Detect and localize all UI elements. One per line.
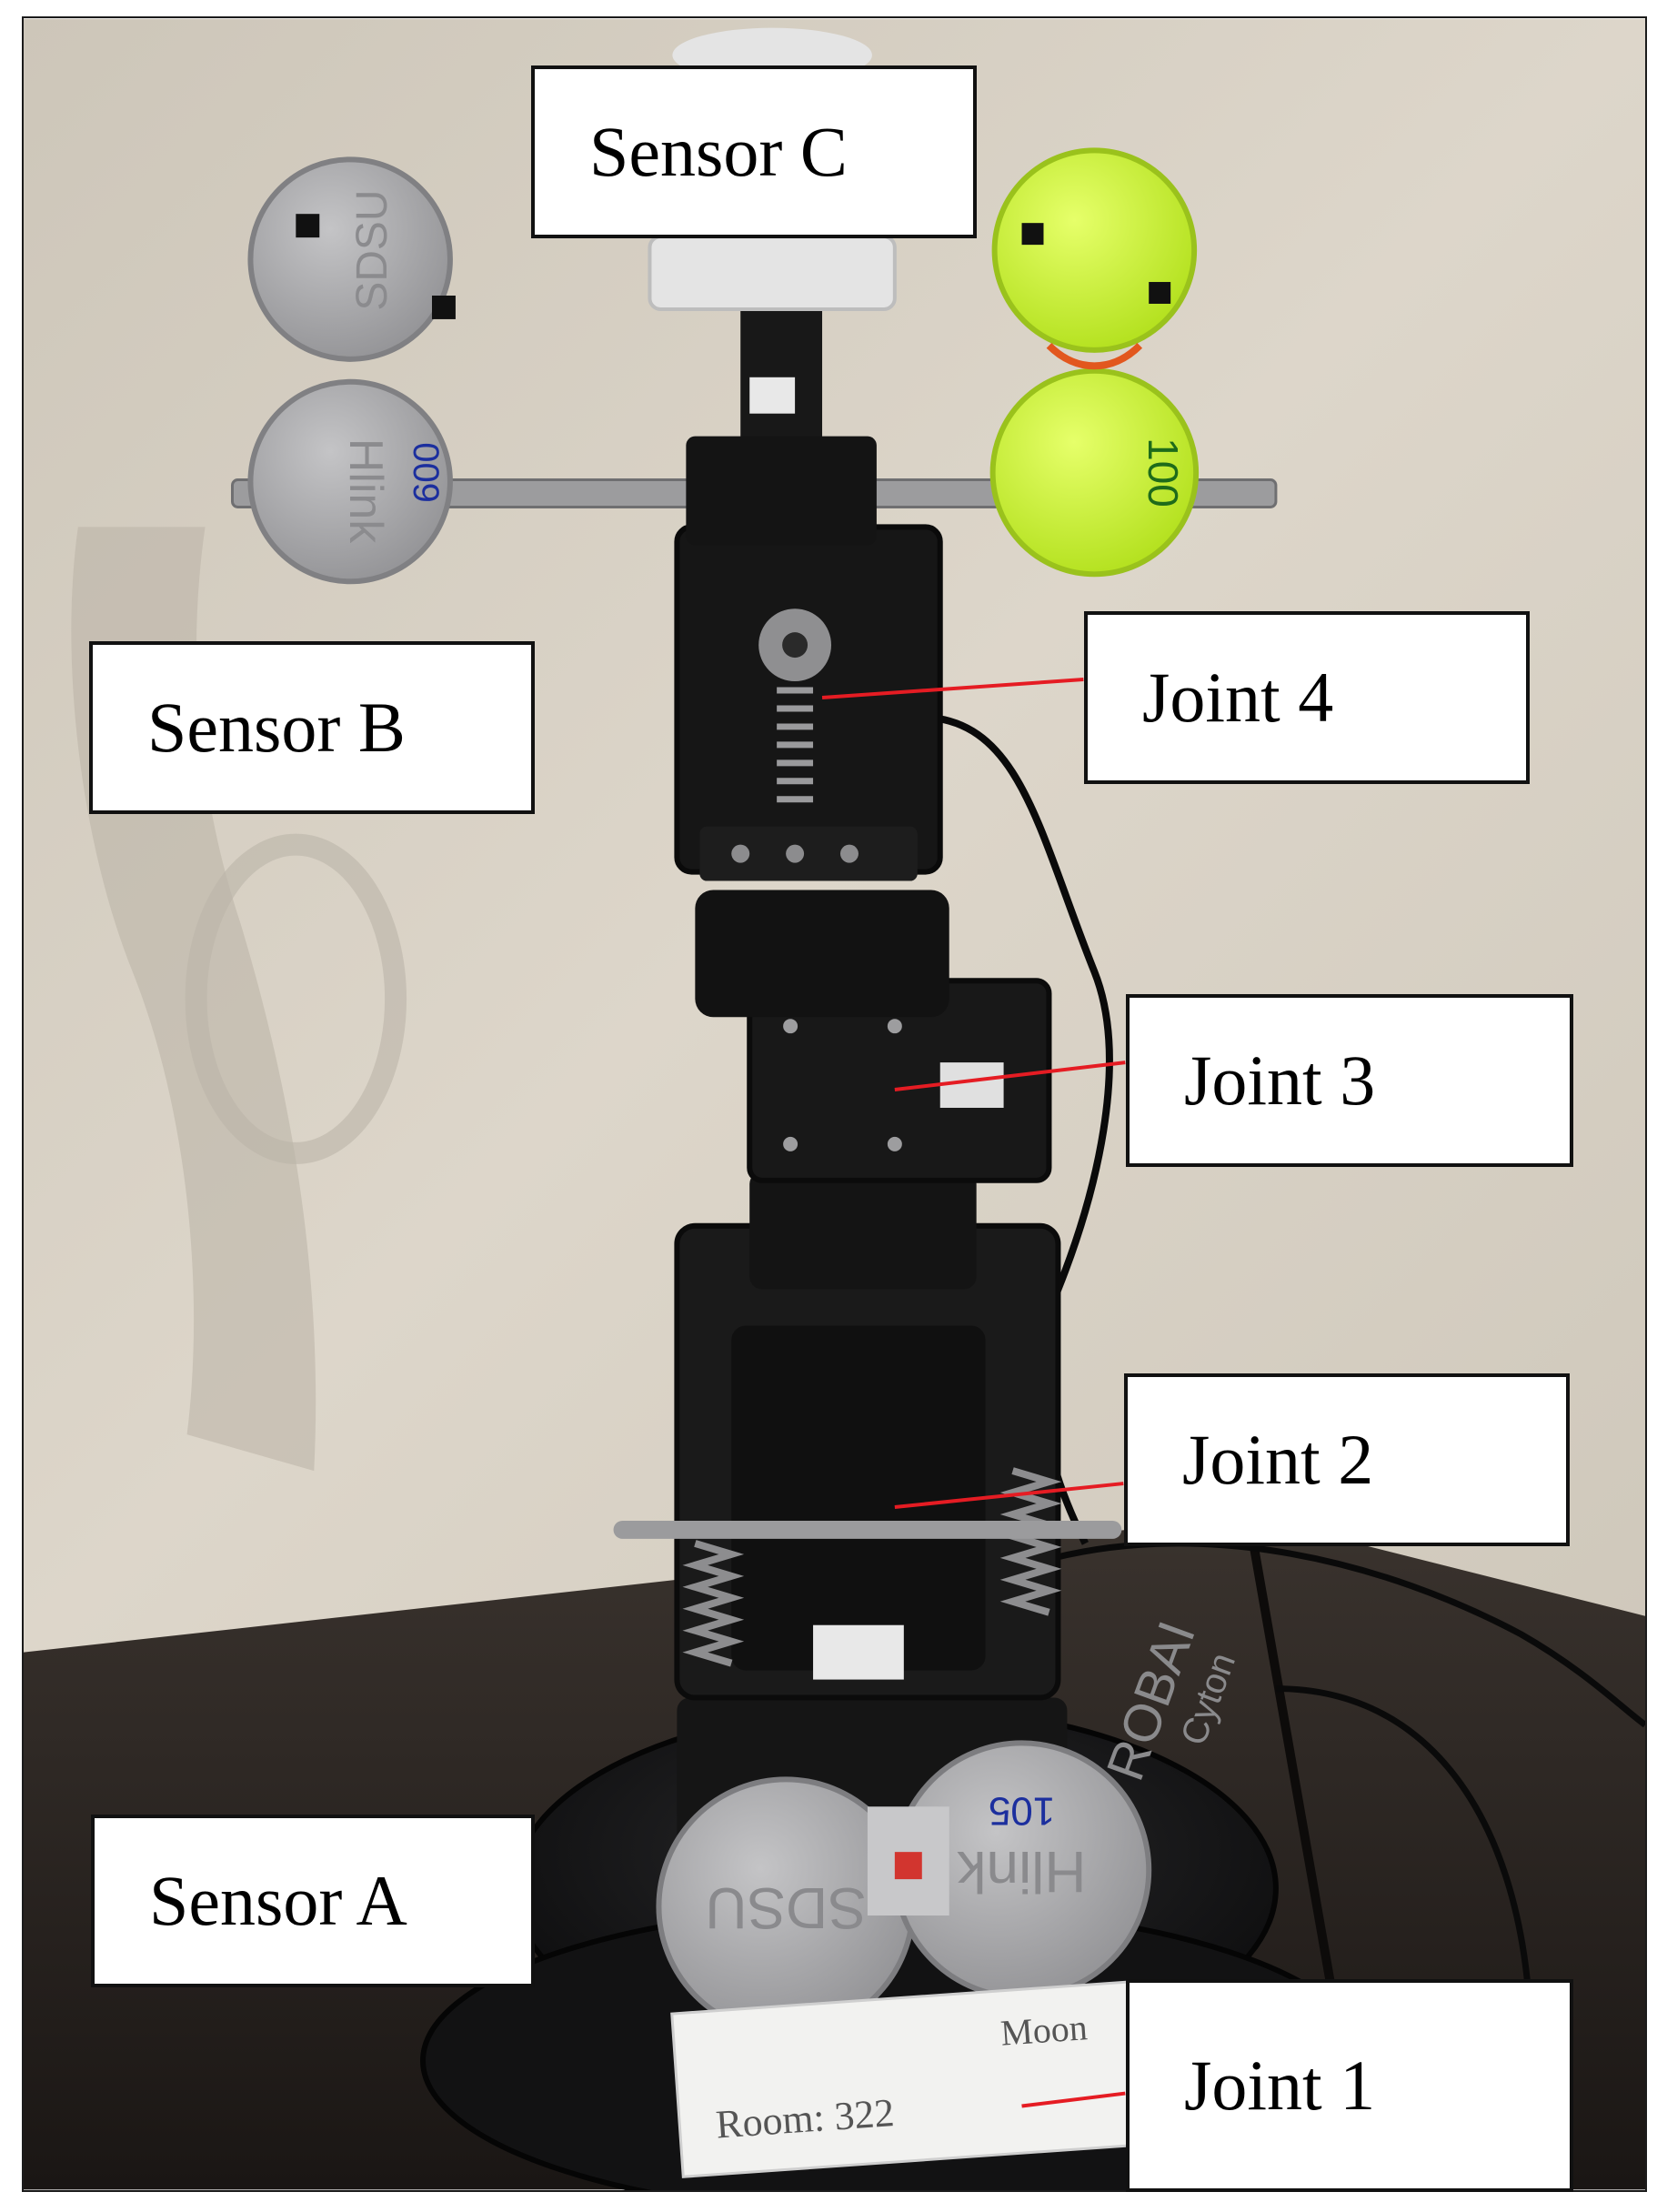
- label-sensor-a: Sensor A: [91, 1815, 535, 1987]
- label-joint-4-text: Joint 4: [1142, 658, 1334, 737]
- label-sensor-c-text: Sensor C: [589, 112, 848, 191]
- joint-4-spring: [777, 687, 814, 803]
- label-joint-1: Joint 1: [1126, 1979, 1573, 2192]
- sensor-a-number: 105: [989, 1788, 1055, 1833]
- sensor-green: 100: [989, 147, 1200, 578]
- wall-shadow-loop: [185, 833, 407, 1164]
- joint-4-bracket: [699, 826, 918, 881]
- joint-2-axle: [613, 1520, 1122, 1539]
- label-joint-3: Joint 3: [1126, 994, 1573, 1167]
- leader-line-joint-2: [894, 1482, 1124, 1509]
- label-joint-3-text: Joint 3: [1184, 1041, 1376, 1120]
- bar-clamp: [686, 436, 877, 546]
- leader-line-joint-3: [894, 1061, 1126, 1092]
- room-tag-name: Moon: [999, 2006, 1089, 2054]
- label-joint-4: Joint 4: [1084, 611, 1530, 784]
- label-sensor-b: Sensor B: [89, 641, 535, 814]
- label-sensor-b-text: Sensor B: [147, 688, 406, 767]
- label-sensor-a-text: Sensor A: [149, 1861, 407, 1940]
- joint-3-connector: [939, 1062, 1004, 1108]
- sensor-a-label-left: SDSU: [705, 1875, 866, 1941]
- sensor-a-label-right: Hlink: [957, 1839, 1087, 1905]
- sensor-b-number: 009: [406, 442, 446, 503]
- leader-line-joint-4: [821, 678, 1084, 699]
- joint-2-connector: [813, 1624, 904, 1680]
- label-joint-2: Joint 2: [1124, 1373, 1570, 1546]
- joint-2-servo: [731, 1325, 986, 1671]
- sensor-green-number: 100: [1140, 437, 1187, 508]
- label-joint-1-text: Joint 1: [1184, 2046, 1376, 2125]
- spring-left: [682, 1540, 745, 1667]
- sensor-a: SDSU Hlink 105: [656, 1740, 1152, 2036]
- sensor-b-label-bottom: Hlink: [340, 438, 393, 544]
- joint-3-upper: [695, 890, 949, 1018]
- top-cap: [648, 235, 897, 311]
- label-sensor-c: Sensor C: [531, 65, 977, 238]
- leader-line-joint-1: [1021, 2091, 1126, 2108]
- top-connector: [749, 377, 796, 414]
- label-joint-2-text: Joint 2: [1182, 1420, 1374, 1499]
- joint-3-lower: [749, 1171, 977, 1290]
- sensor-b-label-top: SDSU: [348, 190, 397, 311]
- joint-4-body: [674, 524, 943, 875]
- sensor-b: SDSU Hlink 009: [247, 156, 456, 585]
